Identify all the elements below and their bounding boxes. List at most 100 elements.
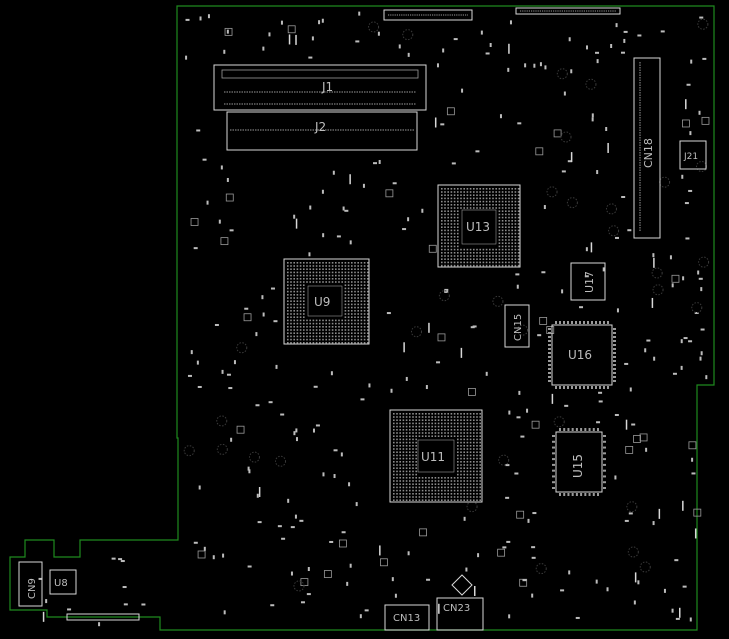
smd-component xyxy=(499,114,502,119)
bga-ball xyxy=(319,335,321,338)
bga-ball xyxy=(508,258,510,260)
smd-component xyxy=(333,474,336,479)
smd-component xyxy=(590,242,593,253)
bga-ball xyxy=(447,489,449,492)
bga-ball xyxy=(437,489,440,492)
bga-ball xyxy=(489,252,491,254)
bga-ball xyxy=(498,226,501,228)
bga-ball xyxy=(431,413,433,415)
bga-ball xyxy=(441,413,443,415)
bga-ball xyxy=(441,197,443,200)
bga-ball xyxy=(441,425,443,428)
bga-ball xyxy=(453,213,456,216)
smd-component xyxy=(568,37,571,42)
ic-pin xyxy=(575,321,577,324)
bga-ball xyxy=(415,489,417,492)
ic-pin xyxy=(613,356,616,358)
bga-ball xyxy=(463,261,465,264)
bga-ball xyxy=(431,496,433,498)
bga-ball xyxy=(511,220,513,222)
bga-ball xyxy=(441,261,443,264)
bga-ball xyxy=(489,255,491,257)
bga-ball xyxy=(473,413,475,415)
ic-pin xyxy=(567,428,570,431)
bga-ball xyxy=(460,416,462,418)
bga-ball xyxy=(453,207,456,209)
bga-ball xyxy=(421,435,424,437)
bga-ball xyxy=(287,265,289,267)
bga-ball xyxy=(405,496,408,498)
bga-ball xyxy=(453,258,456,260)
bga-ball xyxy=(338,265,340,267)
bga-ball xyxy=(303,322,305,325)
smd-component xyxy=(295,34,297,45)
bga-ball xyxy=(457,248,459,251)
bga-ball xyxy=(511,226,513,228)
bga-ball xyxy=(460,413,462,415)
bga-ball xyxy=(514,191,517,193)
ic-pin xyxy=(603,435,606,437)
bga-ball xyxy=(469,445,472,447)
bga-ball xyxy=(463,207,465,209)
bga-ball xyxy=(431,480,433,482)
ic-pin xyxy=(613,364,616,366)
bga-ball xyxy=(457,419,459,421)
bga-ball xyxy=(460,470,462,473)
bga-ball xyxy=(363,319,366,322)
bga-ball xyxy=(450,232,453,235)
bga-ball xyxy=(299,262,302,264)
bga-ball xyxy=(441,496,443,498)
bga-ball xyxy=(309,274,311,277)
bga-ball xyxy=(354,294,356,296)
bga-ball xyxy=(354,271,356,274)
bga-ball xyxy=(469,248,472,251)
ic-pin xyxy=(613,336,616,338)
bga-ball xyxy=(312,338,315,341)
smd-component xyxy=(461,88,464,93)
bga-ball xyxy=(335,274,337,277)
bga-ball xyxy=(409,445,411,447)
bga-ball xyxy=(396,416,398,418)
smd-component xyxy=(261,295,264,300)
bga-ball xyxy=(517,245,520,248)
bga-ball xyxy=(354,319,356,322)
bga-ball xyxy=(347,278,350,280)
mounting-hole xyxy=(216,415,228,427)
bga-ball xyxy=(450,216,453,219)
bga-ball xyxy=(360,290,363,293)
ic-pin xyxy=(584,428,587,431)
bga-ball xyxy=(287,329,289,331)
bga-ball xyxy=(396,432,398,434)
bga-ball xyxy=(293,342,295,344)
bga-ball xyxy=(466,489,469,492)
bga-ball xyxy=(319,265,321,267)
smd-component xyxy=(295,428,298,433)
bga-ball xyxy=(444,210,446,212)
bga-ball xyxy=(393,432,395,434)
bga-ball xyxy=(501,204,504,206)
bga-ball xyxy=(457,207,459,209)
bga-ball xyxy=(453,413,456,415)
bga-ball xyxy=(287,313,289,315)
bga-ball xyxy=(415,419,417,421)
bga-ball xyxy=(296,290,299,293)
bga-ball xyxy=(473,470,475,473)
bga-ball xyxy=(450,248,453,251)
smd-component xyxy=(228,387,233,390)
bga-ball xyxy=(437,496,440,498)
bga-ball xyxy=(466,200,469,203)
bga-ball xyxy=(363,342,366,344)
smd-component xyxy=(473,585,476,596)
bga-ball xyxy=(296,281,299,283)
bga-ball xyxy=(479,425,481,428)
bga-u11: U11 xyxy=(389,409,483,503)
bga-ball xyxy=(360,310,363,312)
bga-ball xyxy=(514,207,517,209)
bga-ball xyxy=(453,496,456,498)
smd-component xyxy=(426,578,431,581)
bga-ball xyxy=(469,425,472,428)
smd-component xyxy=(123,603,128,606)
smd-component xyxy=(698,110,701,115)
bga-ball xyxy=(338,342,340,344)
smd-component xyxy=(214,323,219,326)
